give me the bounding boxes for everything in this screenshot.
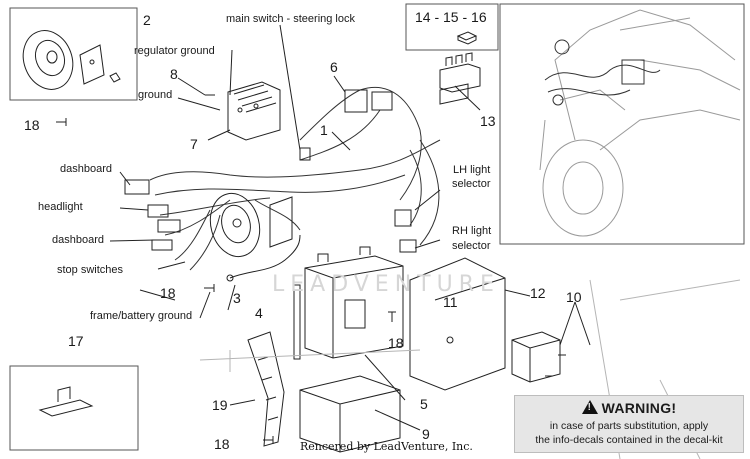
label-frame-battery-ground: frame/battery ground bbox=[90, 310, 193, 322]
callout-5: 5 bbox=[420, 396, 428, 412]
callout-17: 17 bbox=[68, 333, 84, 349]
horn-center bbox=[209, 192, 293, 258]
warning-title-text: WARNING! bbox=[601, 400, 677, 416]
ground-wire-3 bbox=[229, 234, 301, 279]
bracket-19 bbox=[247, 331, 285, 447]
callout-13: 13 bbox=[480, 113, 496, 129]
label-rh-light-selector-1: RH light bbox=[452, 225, 492, 237]
callout-1: 1 bbox=[320, 122, 328, 138]
label-stop-switches: stop switches bbox=[57, 264, 124, 276]
callout-3: 3 bbox=[233, 290, 241, 306]
frame-outline bbox=[199, 279, 741, 459]
callout-18-c: 18 bbox=[388, 335, 404, 351]
cover-12 bbox=[409, 257, 506, 391]
callout-18-b: 18 bbox=[160, 285, 176, 301]
scooter-inset-box bbox=[499, 3, 745, 245]
label-headlight: headlight bbox=[38, 201, 83, 213]
clip-part-17 bbox=[38, 386, 94, 417]
watermark: LEADVENTURE bbox=[272, 272, 500, 297]
scooter-outline bbox=[539, 9, 741, 237]
clip-inset-box bbox=[9, 365, 139, 451]
fuse-block-13 bbox=[439, 52, 481, 105]
label-dashboard-2: dashboard bbox=[52, 234, 104, 246]
connectors bbox=[124, 89, 417, 253]
callout-6: 6 bbox=[330, 59, 338, 75]
callout-7: 7 bbox=[190, 136, 198, 152]
leader-lines bbox=[109, 24, 591, 431]
warning-triangle-icon: ! bbox=[581, 400, 598, 414]
fuse-inset-box bbox=[405, 3, 499, 51]
callout-14-15-16: 14 - 15 - 16 bbox=[415, 9, 487, 25]
wiring-harness bbox=[149, 86, 441, 271]
horn-part-2 bbox=[22, 30, 121, 90]
callout-12: 12 bbox=[530, 285, 546, 301]
warning-title: !WARNING! bbox=[515, 399, 743, 416]
battery-tray-9 bbox=[299, 375, 401, 453]
callout-8: 8 bbox=[170, 66, 178, 82]
label-main-switch: main switch - steering lock bbox=[226, 13, 355, 25]
control-unit-10 bbox=[511, 331, 561, 383]
callout-10: 10 bbox=[566, 289, 582, 305]
label-lh-light-selector-1: LH light bbox=[453, 164, 491, 176]
warning-line-1: in case of parts substitution, apply bbox=[549, 420, 709, 432]
fuse-part bbox=[456, 31, 478, 45]
callout-9: 9 bbox=[422, 426, 430, 442]
label-lh-light-selector-2: selector bbox=[452, 178, 491, 190]
callout-18-d: 18 bbox=[214, 436, 230, 452]
horn-inset-box bbox=[9, 7, 138, 101]
callout-4: 4 bbox=[255, 305, 263, 321]
label-regulator-ground: regulator ground bbox=[134, 45, 215, 57]
label-ground: ground bbox=[138, 89, 173, 101]
battery bbox=[304, 246, 404, 359]
label-rh-light-selector-2: selector bbox=[452, 240, 491, 252]
render-credit: Rencered by LeadVenture, Inc. bbox=[300, 440, 473, 453]
callout-18-a: 18 bbox=[24, 117, 40, 133]
callout-11: 11 bbox=[443, 294, 458, 310]
warning-line-2: the info-decals contained in the decal-k… bbox=[535, 434, 723, 446]
battery-strap-4 bbox=[293, 284, 301, 360]
regulator-part-7 bbox=[227, 81, 281, 141]
scooter-wiring bbox=[544, 39, 661, 106]
warning-box: !WARNING! in case of parts substitution,… bbox=[514, 395, 744, 453]
callout-19: 19 bbox=[212, 397, 228, 413]
callout-2: 2 bbox=[143, 12, 151, 28]
label-dashboard-1: dashboard bbox=[60, 163, 112, 175]
